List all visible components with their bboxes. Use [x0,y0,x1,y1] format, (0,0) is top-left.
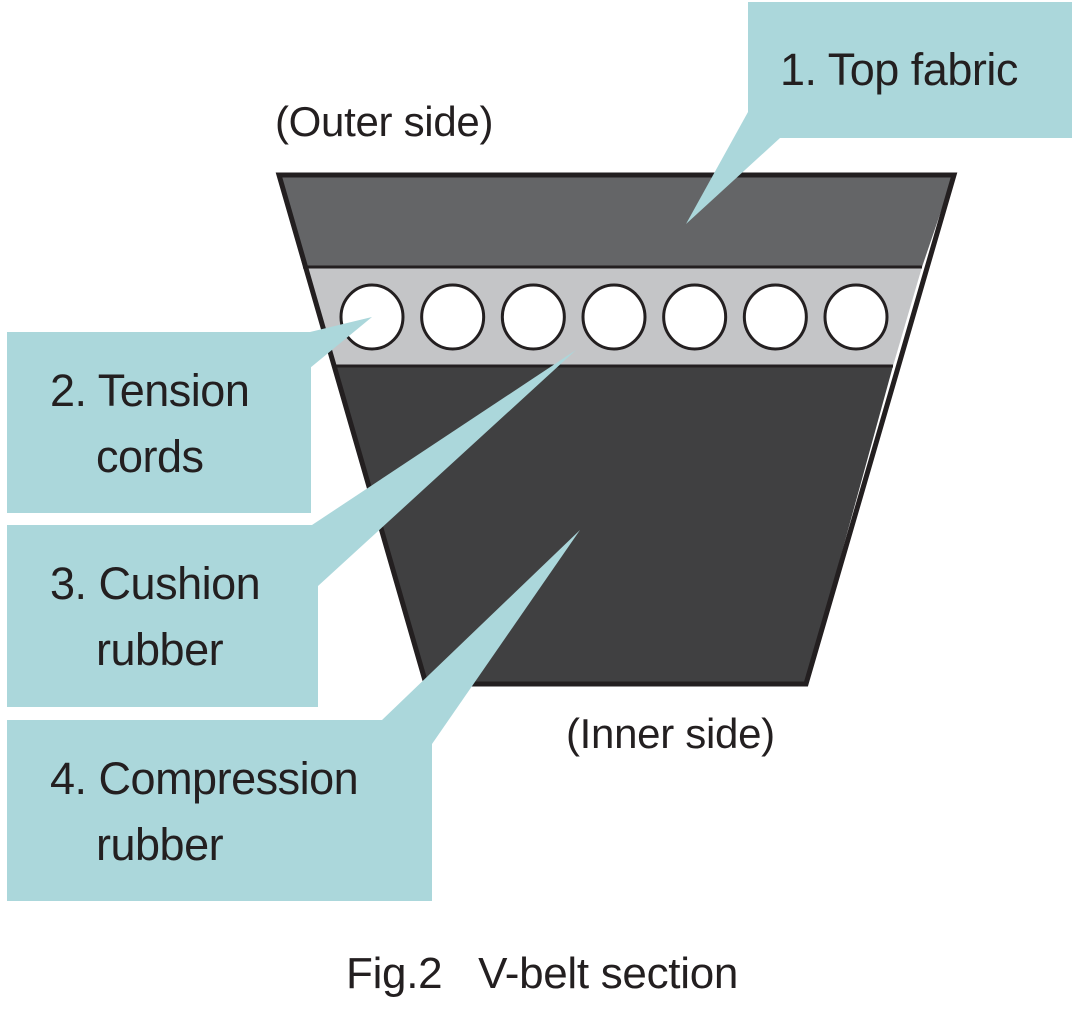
inner-side-label: (Inner side) [566,710,775,757]
callout-3-pointer [312,350,576,586]
tension-cord [662,283,728,351]
callout-3-line2: rubber [96,624,224,675]
callout-4-label: 4. Compression rubber [50,746,359,878]
callout-3-line1: Cushion [98,558,261,609]
callout-4-pointer [382,530,580,744]
callout-1-text: Top fabric [827,44,1019,95]
callout-1-pointer [686,112,780,224]
figure-caption: Fig.2 V-belt section [346,949,739,998]
callout-2-label: 2. Tension cords [50,358,250,490]
tension-cord [742,283,808,351]
callout-2-pointer [310,317,372,368]
compression-rubber-band [336,366,893,683]
callout-4-line1: Compression [98,753,359,804]
callout-1-shape [686,2,1072,224]
tension-cord [581,283,647,351]
callout-2-shape [7,317,372,513]
outer-side-label: (Outer side) [275,98,494,145]
callout-1-box [748,2,1072,138]
callout-4-line2: rubber [96,819,224,870]
callout-3-number: 3. [50,558,87,609]
callout-2-number: 2. [50,365,87,416]
callout-2-line1: Tension [97,365,250,416]
callout-2-line2: cords [96,431,204,482]
callout-1-label: 1. Top fabric [780,37,1018,103]
callout-1-number: 1. [780,44,817,95]
callout-3-shape [7,350,576,707]
top-fabric-band [280,176,953,267]
callout-3-label: 3. Cushion rubber [50,551,261,683]
callout-4-shape [7,530,580,901]
tension-cord [500,283,566,351]
belt-cross-section [275,172,958,687]
callout-3-box [7,525,318,707]
callout-4-box [7,720,432,901]
callout-4-number: 4. [50,753,87,804]
callout-2-box [7,332,311,513]
tension-cords [339,283,889,351]
tension-cord [420,283,486,351]
tension-cord [823,283,889,351]
